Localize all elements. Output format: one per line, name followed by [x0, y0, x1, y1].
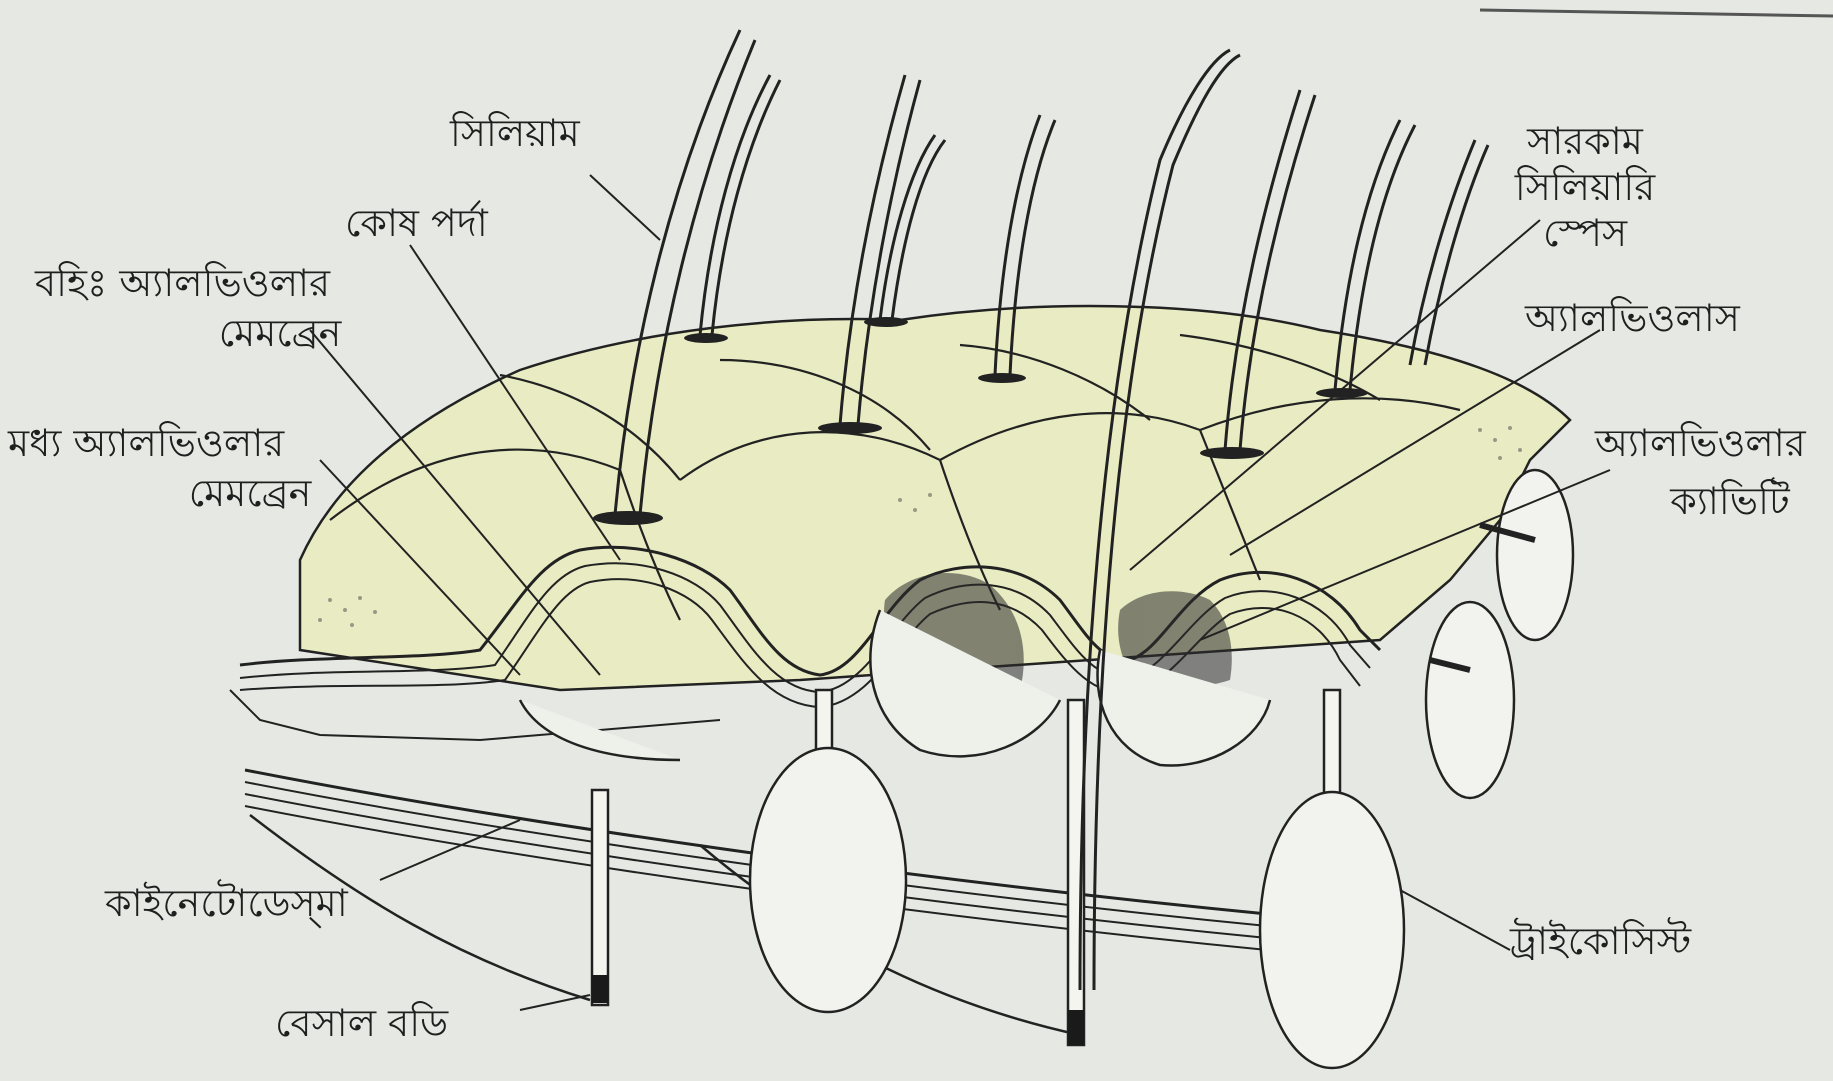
- label-kinetodesma: কাইনেটোডেস্‌মা: [105, 880, 348, 926]
- label-alveolar-cavity-line2: ক্যাভিটি: [1640, 478, 1820, 524]
- label-trichocyst: ট্রাইকোসিস্ট: [1510, 918, 1691, 964]
- label-perilemmal-line3: স্পেস: [1500, 210, 1670, 256]
- label-perilemmal-line1: সারকাম: [1500, 118, 1670, 164]
- label-alveolar-cavity-line1: অ্যালভিওলার: [1595, 420, 1806, 466]
- label-outer-alveolar-line2: মেমব্রেন: [150, 310, 410, 356]
- label-middle-alveolar-line1: মধ্য অ্যালভিওলার: [8, 420, 284, 466]
- label-middle-alveolar-line2: মেমব্রেন: [120, 470, 380, 516]
- label-alveolus: অ্যালভিওলাস: [1525, 295, 1740, 341]
- label-outer-alveolar-line1: বহিঃ অ্যালভিওলার: [35, 260, 330, 306]
- label-cell-membrane: কোষ পর্দা: [345, 200, 488, 246]
- page-rule: [1480, 10, 1833, 16]
- label-basal-body: বেসাল বডি: [275, 1000, 448, 1046]
- label-perilemmal-line2: সিলিয়ারি: [1500, 164, 1670, 210]
- label-cilium: সিলিয়াম: [450, 110, 580, 156]
- kinetodesma-leader: [380, 820, 520, 880]
